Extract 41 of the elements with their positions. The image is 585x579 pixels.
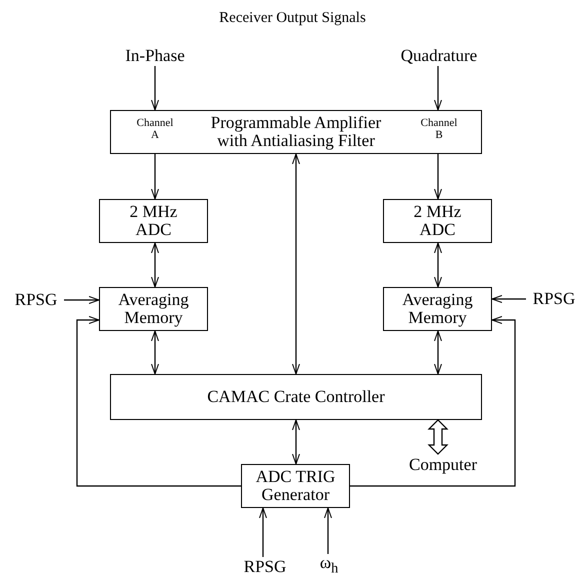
block-label: Averaging Memory (401, 291, 474, 327)
arrow (151, 242, 159, 288)
arrow (76, 316, 241, 487)
arrow (434, 66, 442, 110)
process-box (99, 287, 208, 331)
arrow (259, 508, 267, 557)
process-box (383, 199, 492, 243)
signal-label: Computer (409, 456, 477, 474)
signal-label: Quadrature (400, 47, 478, 65)
channel-label: Channel B (420, 117, 458, 141)
block-label: Averaging Memory (117, 291, 190, 327)
arrow (434, 154, 442, 200)
block-label: Programmable Amplifier with Antialiasing Filter (210, 114, 382, 150)
block-label: 2 MHz ADC (128, 203, 178, 239)
arrow (434, 330, 442, 374)
diagram-title: Receiver Output Signals (219, 10, 366, 27)
arrow (324, 508, 332, 554)
double-arrow (428, 419, 448, 455)
amplifier-box (110, 110, 482, 154)
signal-label: RPSG (532, 290, 576, 308)
arrow (151, 154, 159, 200)
signal-label: RPSG (14, 291, 58, 309)
signal-label: RPSG (244, 558, 286, 576)
block-label: 2 MHz ADC (412, 203, 462, 239)
arrow (151, 66, 159, 110)
signal-label: ω$_{h}$ (320, 554, 338, 578)
block-label: CAMAC Crate Controller (207, 388, 385, 406)
block-label: ADC TRIG Generator (254, 468, 336, 504)
arrow (64, 296, 100, 304)
arrow (492, 295, 526, 303)
arrow (151, 330, 159, 374)
process-box (241, 464, 350, 508)
arrow (292, 154, 300, 374)
signal-label: In-Phase (125, 47, 185, 65)
arrow (434, 242, 442, 288)
controller-box (110, 374, 482, 420)
arrow (350, 316, 516, 487)
process-box (383, 287, 492, 331)
arrow (292, 420, 300, 464)
process-box (99, 199, 208, 243)
channel-label: Channel A (136, 117, 174, 141)
